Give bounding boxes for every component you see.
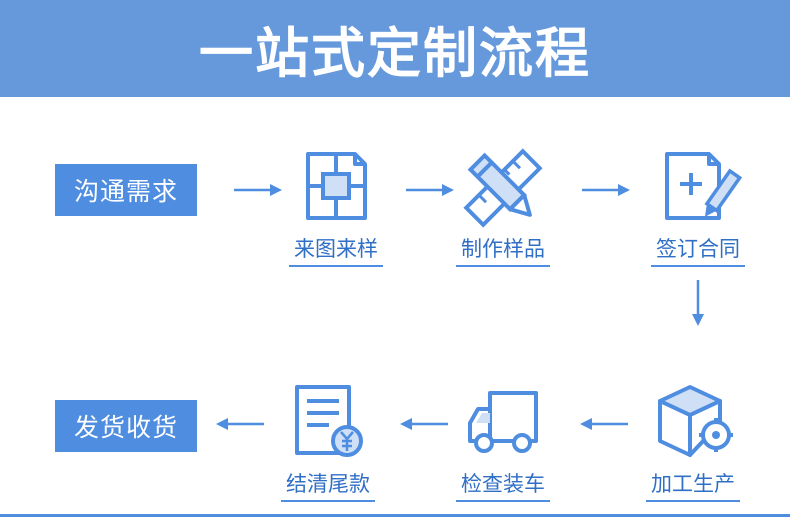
blueprint-icon	[306, 152, 367, 220]
step-label-payment: 结清尾款	[286, 472, 370, 496]
start-step-box: 沟通需求	[55, 164, 197, 216]
step-inspection: 检查装车	[438, 383, 568, 513]
step-label-sample: 制作样品	[461, 237, 545, 261]
contract-pen-icon	[665, 152, 743, 220]
step-sample: 制作样品	[438, 148, 568, 278]
pencil-ruler-icon	[463, 148, 543, 228]
step-underline	[456, 500, 550, 502]
page-title: 一站式定制流程	[199, 22, 591, 85]
arrow-left-icon	[400, 418, 448, 430]
step-label-contract: 签订合同	[656, 237, 740, 261]
step-underline	[651, 265, 745, 267]
step-blueprint: 来图来样	[271, 148, 401, 278]
truck-icon	[468, 391, 538, 453]
step-label-inspection: 检查装车	[461, 472, 545, 496]
step-underline	[281, 500, 375, 502]
bottom-rule	[0, 514, 790, 517]
arrow-right-icon	[406, 184, 454, 196]
step-underline	[456, 265, 550, 267]
step-underline	[289, 265, 383, 267]
step-label-production: 加工生产	[651, 472, 735, 496]
step-payment: 结清尾款	[263, 383, 393, 513]
step-label-blueprint: 来图来样	[294, 237, 378, 261]
arrow-down-icon	[692, 280, 704, 326]
step-contract: 签订合同	[633, 148, 763, 278]
arrow-left-icon	[580, 418, 628, 430]
header-banner	[0, 0, 790, 97]
arrow-left-icon	[216, 418, 264, 430]
step-underline	[646, 500, 740, 502]
arrow-right-icon	[582, 184, 630, 196]
box-gear-icon	[658, 385, 733, 457]
step-production: 加工生产	[628, 383, 758, 513]
invoice-yuan-icon	[295, 385, 363, 457]
arrow-right-icon	[234, 184, 282, 196]
end-step-box: 发货收货	[55, 400, 197, 452]
